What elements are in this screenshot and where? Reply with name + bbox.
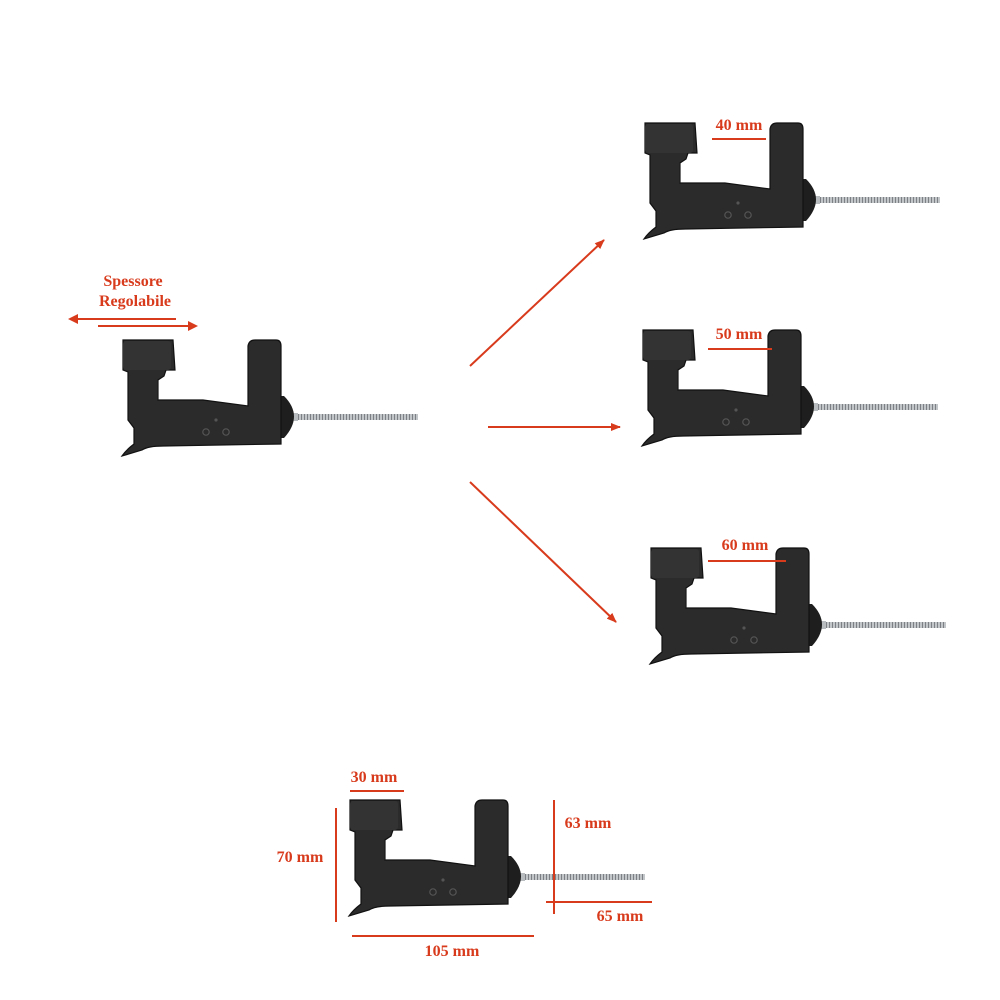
clamp-variant-60 xyxy=(649,547,947,665)
main-clamp xyxy=(121,339,419,457)
variant-50-label: 50 mm xyxy=(716,326,763,343)
clamp-variant-40 xyxy=(643,122,941,240)
dim-screw-length-label: 65 mm xyxy=(597,908,644,925)
adjustable-label-line2: Regolabile xyxy=(99,293,171,310)
dim-total-height-label: 70 mm xyxy=(277,849,324,866)
adjustable-label-line1: Spessore xyxy=(103,273,162,290)
pointer-arrow-up xyxy=(469,239,605,367)
dim-total-length-label: 105 mm xyxy=(425,943,480,960)
dim-jaw-width-label: 30 mm xyxy=(351,769,398,786)
variant-60-label: 60 mm xyxy=(722,537,769,554)
pointer-arrow-down xyxy=(469,481,617,623)
double-arrow-icon xyxy=(68,314,198,331)
clamp-variant-50 xyxy=(641,329,939,447)
dim-inner-height-label: 63 mm xyxy=(565,815,612,832)
variant-40-label: 40 mm xyxy=(716,117,763,134)
